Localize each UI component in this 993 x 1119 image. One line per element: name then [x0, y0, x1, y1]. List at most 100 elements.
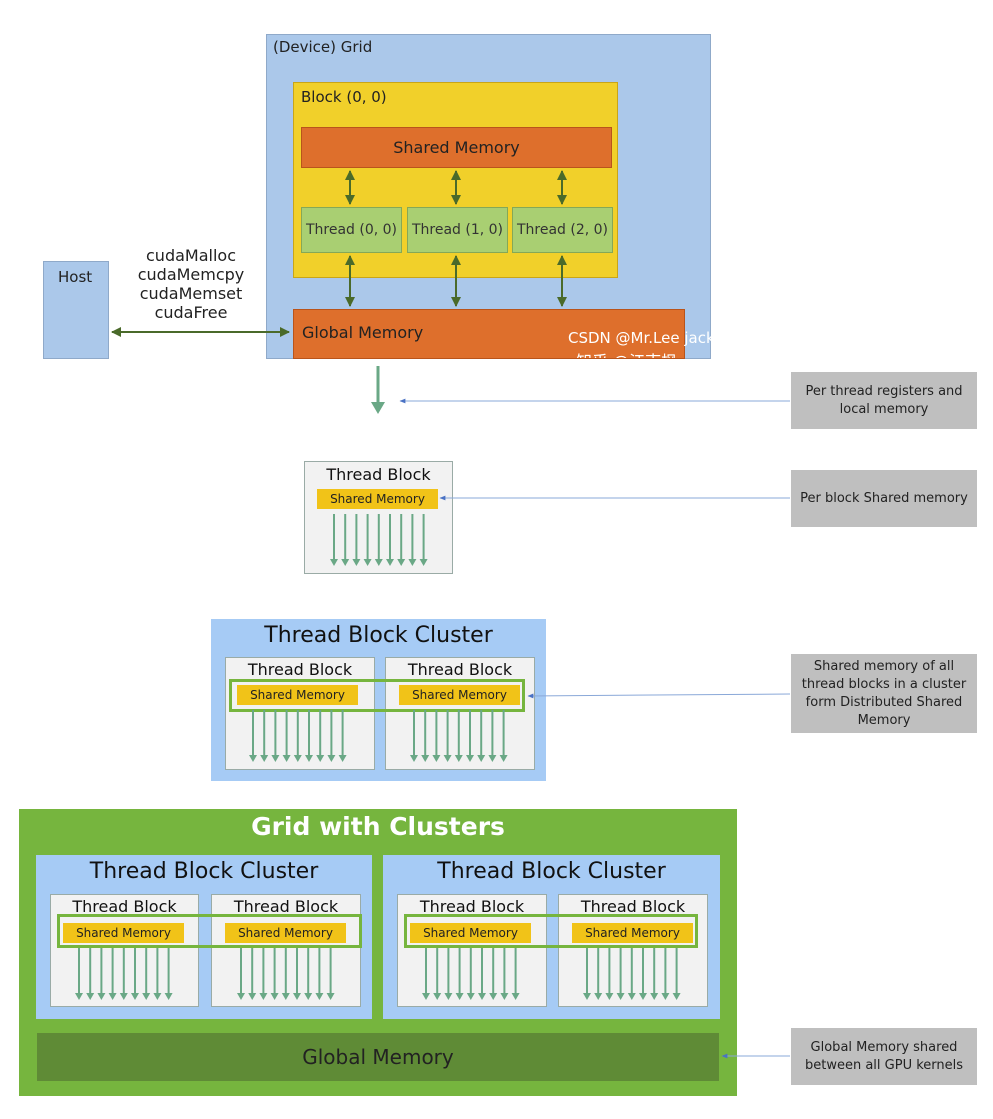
- thread-arrow-head: [419, 559, 428, 566]
- thread-block-title: Thread Block: [580, 897, 686, 916]
- grid-thread-arrow-head: [478, 993, 486, 1000]
- api-call-memset: cudaMemset: [139, 284, 243, 303]
- grid-shared-memory-2: Shared Memory: [225, 923, 346, 943]
- thread-block-title: Thread Block: [233, 897, 339, 916]
- grid-thread-arrow-head: [326, 993, 335, 1000]
- cluster-thread-arrow-head: [260, 755, 269, 762]
- api-call-memcpy: cudaMemcpy: [137, 265, 245, 284]
- grid-thread-arrow-head: [270, 993, 279, 1000]
- cluster-title: Thread Block Cluster: [437, 859, 666, 884]
- global-memory-label: Global Memory: [302, 323, 424, 342]
- thread-block-title: Thread Block: [247, 660, 353, 679]
- note-per-thread-text: Per thread registers and local memory: [805, 383, 963, 417]
- grid-shared-memory-3: Shared Memory: [410, 923, 531, 943]
- grid-thread-arrow-head: [627, 993, 636, 1000]
- note-per-block: Per block Shared memory: [791, 470, 977, 527]
- grid-thread-arrow-head: [315, 993, 324, 1000]
- shared-memory-label: Shared Memory: [412, 688, 507, 702]
- grid-thread-arrow-head: [97, 993, 106, 1000]
- grid-global-memory: Global Memory: [37, 1033, 719, 1081]
- cluster-thread-arrow-head: [421, 755, 430, 762]
- note-distributed-text: Shared memory of all thread blocks in a …: [801, 658, 967, 728]
- pointer-distributed: [527, 693, 791, 699]
- thread-label: Thread (2, 0): [516, 222, 609, 238]
- thread-0-0: Thread (0, 0): [301, 207, 402, 253]
- distributed-shared-memory-outline: [229, 679, 525, 712]
- watermark: CSDN @Mr.Lee jack: [568, 329, 715, 347]
- thread-label: Thread (0, 0): [305, 222, 398, 238]
- grid-thread-arrow-head: [605, 993, 614, 1000]
- grid-thread-arrow-head: [433, 993, 442, 1000]
- note-per-thread: Per thread registers and local memory: [791, 372, 977, 429]
- grid-shared-memory-1: Shared Memory: [63, 923, 184, 943]
- cluster-thread-arrow-head: [282, 755, 291, 762]
- cluster-thread-arrow-head: [338, 755, 347, 762]
- grid-thread-arrow-head: [466, 993, 475, 1000]
- shared-memory-label: Shared Memory: [238, 926, 333, 940]
- grid-thread-arrow-head: [500, 993, 509, 1000]
- block-shared-memory-label: Shared Memory: [393, 138, 520, 157]
- cluster-thread-arrow-head: [327, 755, 336, 762]
- api-calls: cudaMalloc cudaMemcpy cudaMemset cudaFre…: [126, 246, 256, 322]
- grid-thread-arrow-head: [583, 993, 591, 1000]
- device-grid-label: (Device) Grid: [273, 38, 373, 56]
- cluster-thread-arrow-head: [293, 755, 302, 762]
- note-distributed: Shared memory of all thread blocks in a …: [791, 654, 977, 733]
- grid-thread-arrow-head: [86, 993, 95, 1000]
- host-label: Host: [58, 268, 93, 286]
- thread-block-title: Thread Block: [326, 465, 431, 484]
- grid-shared-memory-4: Shared Memory: [572, 923, 693, 943]
- cluster-thread-arrow-head: [499, 755, 508, 762]
- thread-label: Thread (1, 0): [411, 222, 504, 238]
- thread-arrow-head: [363, 559, 372, 566]
- shared-memory-label: Shared Memory: [423, 926, 518, 940]
- host-box: [43, 261, 109, 359]
- note-global: Global Memory shared between all GPU ker…: [791, 1028, 977, 1085]
- cluster-title: Thread Block Cluster: [264, 623, 493, 648]
- cluster-thread-arrow-head: [432, 755, 441, 762]
- thread-arrow-head: [397, 559, 406, 566]
- thread-block: Thread Block Shared Memory: [304, 461, 453, 574]
- api-call-malloc: cudaMalloc: [146, 246, 236, 265]
- grid-thread-arrow-head: [304, 993, 313, 1000]
- grid-thread-arrow-head: [164, 993, 173, 1000]
- cluster-shared-memory-1: Shared Memory: [237, 685, 358, 705]
- thread-arrow-head: [386, 559, 394, 566]
- grid-thread-arrow-head: [616, 993, 625, 1000]
- grid-thread-arrow-head: [444, 993, 453, 1000]
- cluster-shared-memory-2: Shared Memory: [399, 685, 520, 705]
- thread-1-0: Thread (1, 0): [407, 207, 508, 253]
- grid-thread-arrow-head: [281, 993, 290, 1000]
- grid-global-memory-label: Global Memory: [302, 1045, 454, 1069]
- cluster-thread-arrow-head: [477, 755, 486, 762]
- grid-thread-arrow-head: [259, 993, 268, 1000]
- grid-thread-arrow-head: [131, 993, 139, 1000]
- grid-distributed-shared-memory-1: [57, 914, 362, 948]
- cluster-thread-arrow-head: [249, 755, 257, 762]
- note-global-text: Global Memory shared between all GPU ker…: [804, 1039, 964, 1073]
- grid-thread-arrow-head: [650, 993, 659, 1000]
- global-memory: Global Memory: [293, 309, 685, 359]
- cluster-thread-arrow-head: [305, 755, 313, 762]
- grid-thread-arrow-head: [119, 993, 128, 1000]
- thread-block-title: Thread Block: [72, 897, 177, 916]
- grid-thread-arrow-head: [672, 993, 681, 1000]
- cluster-thread-block-2: Thread Block Shared Memory: [385, 657, 535, 770]
- cluster-thread-arrow-head: [443, 755, 452, 762]
- grid-thread-arrow-head: [108, 993, 117, 1000]
- thread-2-0: Thread (2, 0): [512, 207, 613, 253]
- thread-arrow-head: [374, 559, 383, 566]
- cluster-thread-block-1: Thread Block Shared Memory: [225, 657, 375, 770]
- grid-thread-arrow-head: [237, 993, 245, 1000]
- note-per-block-text: Per block Shared memory: [800, 490, 968, 506]
- grid-thread-arrow-head: [75, 993, 83, 1000]
- grid-thread-arrow-head: [639, 993, 647, 1000]
- cluster-thread-arrow-head: [488, 755, 497, 762]
- shared-memory-label: Shared Memory: [250, 688, 345, 702]
- grid-thread-arrow-head: [422, 993, 430, 1000]
- grid-thread-arrow-head: [489, 993, 498, 1000]
- grid-thread-arrow-head: [455, 993, 464, 1000]
- shared-memory-label: Shared Memory: [330, 492, 425, 506]
- thread-arrow-head: [352, 559, 361, 566]
- grid-thread-block-4: Thread Block Shared Memory: [558, 894, 708, 1007]
